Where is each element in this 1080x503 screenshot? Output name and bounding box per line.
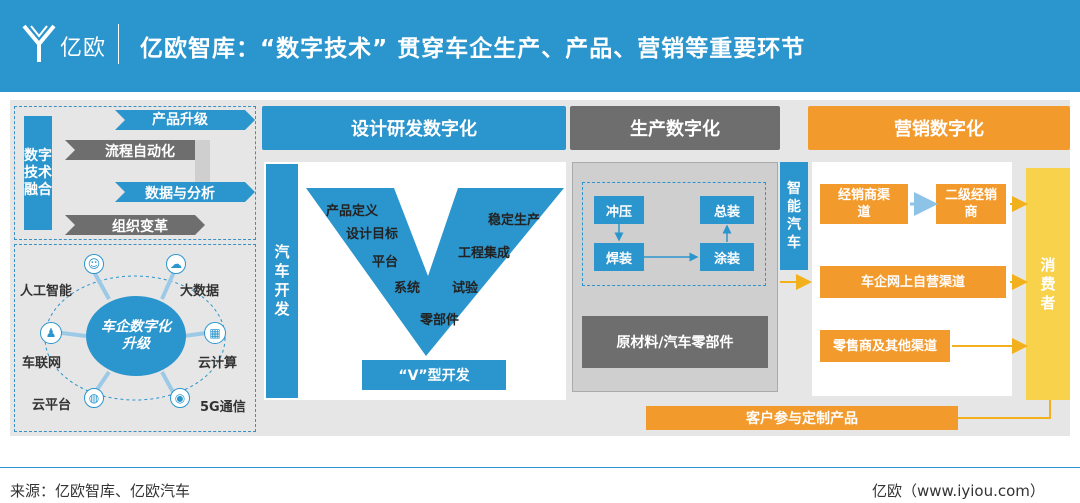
raw-materials: 原材料/汽车零部件: [582, 316, 768, 368]
fusion-ribbon: [65, 110, 255, 235]
v-label-test: 试验: [452, 281, 479, 296]
channel-dealer: 经销商渠道: [820, 184, 908, 224]
ai-icon: ☺: [84, 254, 104, 274]
v-label-stable-prod: 稳定生产: [488, 213, 541, 228]
fusion-box: [14, 106, 256, 240]
hub-box: [14, 244, 256, 432]
fusion-side-label: 数字技术融合: [24, 116, 52, 230]
compute-icon: ▦: [204, 322, 226, 344]
fusion-tag-process: 流程自动化: [105, 144, 175, 160]
header-bar: [0, 0, 1080, 92]
hub-center-circle: [86, 296, 186, 376]
feedback-bar: 客户参与定制产品: [646, 406, 958, 430]
globe-icon: ◍: [84, 388, 104, 408]
fusion-tag-product: 产品升级: [152, 112, 208, 128]
signal-icon: ◉: [170, 388, 190, 408]
hub-node-iov: 车联网: [22, 356, 62, 371]
header-divider: [118, 24, 119, 64]
channel-retail: 零售商及其他渠道: [820, 330, 950, 362]
cloud-data-icon: ☁: [166, 254, 186, 274]
hub-node-5g: 5G通信: [200, 400, 246, 415]
step-welding: 焊装: [594, 243, 644, 271]
v-label-parts: 零部件: [420, 313, 460, 328]
fusion-tag-data: 数据与分析: [145, 186, 215, 202]
footer-source: 来源：亿欧智库、亿欧汽车: [10, 482, 191, 500]
fusion-tag-org: 组织变革: [112, 219, 168, 235]
production-header: 生产数字化: [570, 106, 780, 150]
v-label-platform: 平台: [372, 255, 399, 270]
step-painting: 涂装: [700, 243, 754, 271]
flow-arrows: [760, 192, 1051, 419]
logo-icon: [22, 24, 56, 62]
hub-node-bigdata: 大数据: [180, 284, 220, 299]
marketing-header: 营销数字化: [808, 106, 1070, 150]
design-side-label: 汽车开发: [266, 164, 298, 398]
step-assembly: 总装: [700, 196, 754, 224]
logo-text: 亿欧: [60, 36, 107, 61]
v-label-product-def: 产品定义: [326, 204, 379, 219]
design-header: 设计研发数字化: [262, 106, 566, 150]
step-stamping: 冲压: [594, 196, 644, 224]
consumer-bar: 消费者: [1026, 168, 1070, 400]
hub-node-cloudplatform: 云平台: [32, 398, 72, 413]
v-label-integration: 工程集成: [458, 246, 511, 261]
hub-node-ai: 人工智能: [20, 284, 73, 299]
hub-node-cloudcompute: 云计算: [198, 356, 238, 371]
v-label-design-goal: 设计目标: [346, 227, 399, 242]
smart-car-label: 智能汽车: [780, 162, 808, 270]
v-dev-caption: “V”型开发: [362, 360, 506, 390]
person-icon: ♟: [40, 322, 62, 344]
v-shape: [306, 188, 564, 356]
production-flow-box: [582, 182, 766, 286]
production-arrows: [614, 224, 732, 262]
footer-divider: [0, 467, 1080, 468]
v-label-system: 系统: [394, 281, 421, 296]
channel-online: 车企网上自营渠道: [820, 266, 1006, 298]
hub-center-label: 车企数字化升级: [101, 319, 171, 352]
footer-brand: 亿欧（www.iyiou.com）: [872, 482, 1045, 500]
page-title: 亿欧智库：“数字技术” 贯穿车企生产、产品、营销等重要环节: [140, 36, 806, 62]
channel-sub-dealer: 二级经销商: [936, 184, 1006, 224]
